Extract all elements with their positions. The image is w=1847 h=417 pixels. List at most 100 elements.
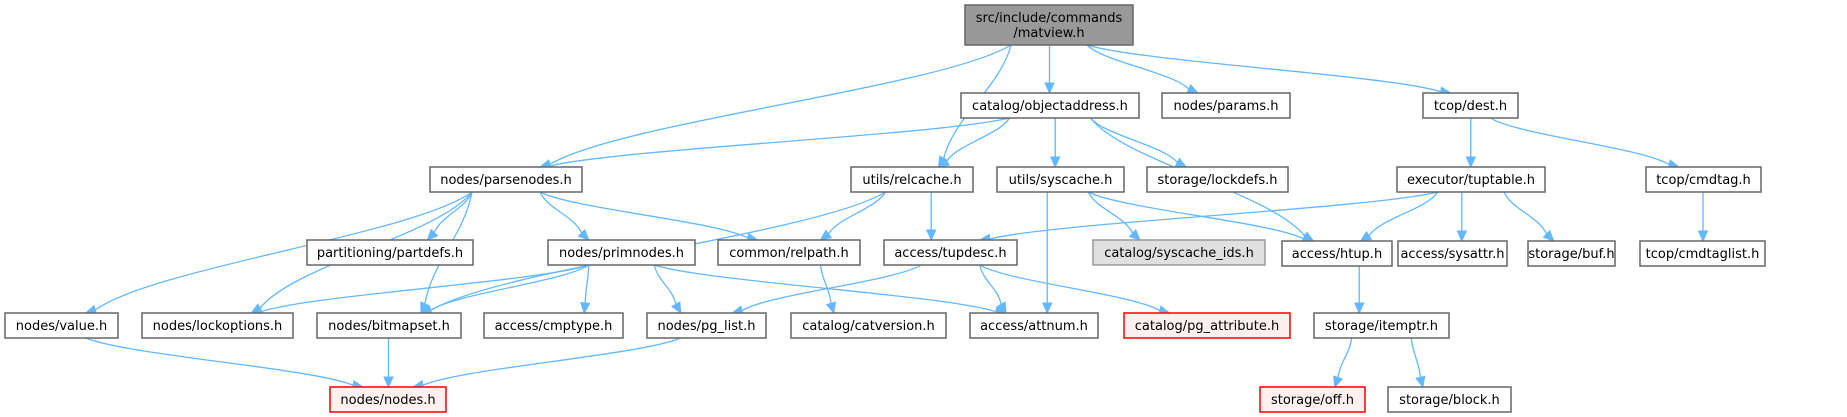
- node-box[interactable]: [1123, 312, 1291, 339]
- node-matview[interactable]: src/include/commands/matview.h: [964, 4, 1134, 46]
- node-syscache-ids[interactable]: catalog/syscache_ids.h: [1092, 239, 1266, 266]
- node-box[interactable]: [316, 312, 462, 339]
- node-dest[interactable]: tcop/dest.h: [1422, 92, 1519, 119]
- node-box[interactable]: [329, 386, 447, 413]
- node-itemptr[interactable]: storage/itemptr.h: [1313, 312, 1450, 339]
- node-bitmapset[interactable]: nodes/bitmapset.h: [316, 312, 462, 339]
- node-box[interactable]: [1645, 166, 1762, 193]
- arrowhead-icon: [925, 229, 937, 242]
- node-label: access/cmptype.h: [495, 319, 613, 334]
- edge-tupdesc-to-pg-attribute: [979, 264, 1171, 316]
- node-box[interactable]: [969, 312, 1099, 339]
- node-parsenodes[interactable]: nodes/parsenodes.h: [429, 166, 583, 193]
- node-cmdtag[interactable]: tcop/cmdtag.h: [1645, 166, 1762, 193]
- edge-line: [94, 191, 473, 311]
- node-box[interactable]: [1422, 92, 1519, 119]
- node-cmptype[interactable]: access/cmptype.h: [483, 312, 624, 339]
- arrowhead-icon: [426, 228, 439, 241]
- node-value[interactable]: nodes/value.h: [4, 312, 119, 339]
- arrowhead-icon: [1353, 302, 1365, 315]
- edge-primnodes-to-pg-list: [653, 264, 682, 315]
- arrowhead-icon: [1333, 375, 1344, 389]
- node-box[interactable]: [1527, 240, 1616, 267]
- node-pg-attribute[interactable]: catalog/pg_attribute.h: [1123, 312, 1291, 339]
- node-partdefs[interactable]: partitioning/partdefs.h: [306, 239, 474, 266]
- node-htup[interactable]: access/htup.h: [1281, 240, 1393, 267]
- node-box[interactable]: [960, 92, 1140, 119]
- nodes-layer: src/include/commands/matview.h catalog/ob…: [4, 4, 1766, 413]
- node-label: storage/lockdefs.h: [1158, 173, 1278, 188]
- edge-matview-to-params: [1086, 44, 1200, 94]
- edge-matview-to-objectaddress: [1044, 45, 1055, 95]
- node-pg-list[interactable]: nodes/pg_list.h: [646, 312, 767, 339]
- node-box[interactable]: [964, 4, 1134, 46]
- node-lockdefs[interactable]: storage/lockdefs.h: [1146, 166, 1289, 193]
- node-label: catalog/catversion.h: [802, 319, 935, 334]
- node-box[interactable]: [1259, 386, 1366, 413]
- node-box[interactable]: [996, 166, 1125, 193]
- node-params[interactable]: nodes/params.h: [1161, 92, 1291, 119]
- edge-objectaddress-to-relcache: [937, 117, 1011, 168]
- arrowhead-icon: [1697, 230, 1709, 243]
- edge-line: [979, 264, 1161, 312]
- node-label: storage/buf.h: [1528, 247, 1614, 262]
- edge-tuptable-to-htup: [1359, 191, 1439, 242]
- node-relcache[interactable]: utils/relcache.h: [850, 166, 974, 193]
- node-box[interactable]: [1281, 240, 1393, 267]
- node-box[interactable]: [790, 312, 947, 339]
- edge-line: [654, 264, 997, 313]
- node-box[interactable]: [547, 239, 696, 266]
- node-box[interactable]: [883, 239, 1018, 266]
- node-box[interactable]: [483, 312, 624, 339]
- edge-itemptr-to-off: [1333, 337, 1353, 389]
- edge-matview-to-parsenodes: [538, 44, 1012, 170]
- node-objectaddress[interactable]: catalog/objectaddress.h: [960, 92, 1140, 119]
- edge-line: [539, 191, 749, 239]
- node-box[interactable]: [1161, 92, 1291, 119]
- edge-line: [549, 117, 1010, 167]
- node-tuptable[interactable]: executor/tuptable.h: [1396, 166, 1546, 193]
- arrowhead-icon: [383, 376, 394, 389]
- node-nodes[interactable]: nodes/nodes.h: [329, 386, 447, 413]
- node-lockoptions[interactable]: nodes/lockoptions.h: [141, 312, 294, 339]
- node-box[interactable]: [1397, 240, 1508, 267]
- node-box[interactable]: [306, 239, 474, 266]
- edge-line: [539, 191, 583, 234]
- edge-line: [1090, 117, 1178, 163]
- node-block[interactable]: storage/block.h: [1387, 386, 1512, 413]
- edge-tupdesc-to-attnum: [979, 264, 1007, 315]
- arrowhead-icon: [1049, 156, 1061, 169]
- edge-line: [549, 44, 1012, 166]
- edge-itemptr-to-block: [1410, 337, 1426, 389]
- node-box[interactable]: [717, 239, 861, 266]
- edge-line: [989, 191, 1439, 240]
- node-box[interactable]: [429, 166, 583, 193]
- node-box[interactable]: [1387, 386, 1512, 413]
- node-relpath[interactable]: common/relpath.h: [717, 239, 861, 266]
- node-label: catalog/objectaddress.h: [972, 99, 1128, 114]
- edge-relcache-to-relpath: [819, 191, 887, 241]
- node-sysattr[interactable]: access/sysattr.h: [1397, 240, 1508, 267]
- node-catversion[interactable]: catalog/catversion.h: [790, 312, 947, 339]
- node-tupdesc[interactable]: access/tupdesc.h: [883, 239, 1018, 266]
- node-cmdtaglist[interactable]: tcop/cmdtaglist.h: [1639, 240, 1766, 267]
- arrowhead-icon: [937, 156, 951, 168]
- node-label: tcop/cmdtaglist.h: [1646, 247, 1760, 262]
- node-box[interactable]: [1146, 166, 1289, 193]
- node-box[interactable]: [141, 312, 294, 339]
- node-box[interactable]: [1396, 166, 1546, 193]
- node-box[interactable]: [646, 312, 767, 339]
- node-box[interactable]: [4, 312, 119, 339]
- node-box[interactable]: [1313, 312, 1450, 339]
- node-off[interactable]: storage/off.h: [1259, 386, 1366, 413]
- node-box[interactable]: [1639, 240, 1766, 267]
- node-box[interactable]: [1092, 239, 1266, 266]
- node-box[interactable]: [850, 166, 974, 193]
- node-primnodes[interactable]: nodes/primnodes.h: [547, 239, 696, 266]
- node-buf[interactable]: storage/buf.h: [1527, 240, 1616, 267]
- node-label: catalog/pg_attribute.h: [1135, 319, 1279, 334]
- node-attnum[interactable]: access/attnum.h: [969, 312, 1099, 339]
- edge-syscache-to-htup: [1087, 191, 1315, 244]
- node-syscache[interactable]: utils/syscache.h: [996, 166, 1125, 193]
